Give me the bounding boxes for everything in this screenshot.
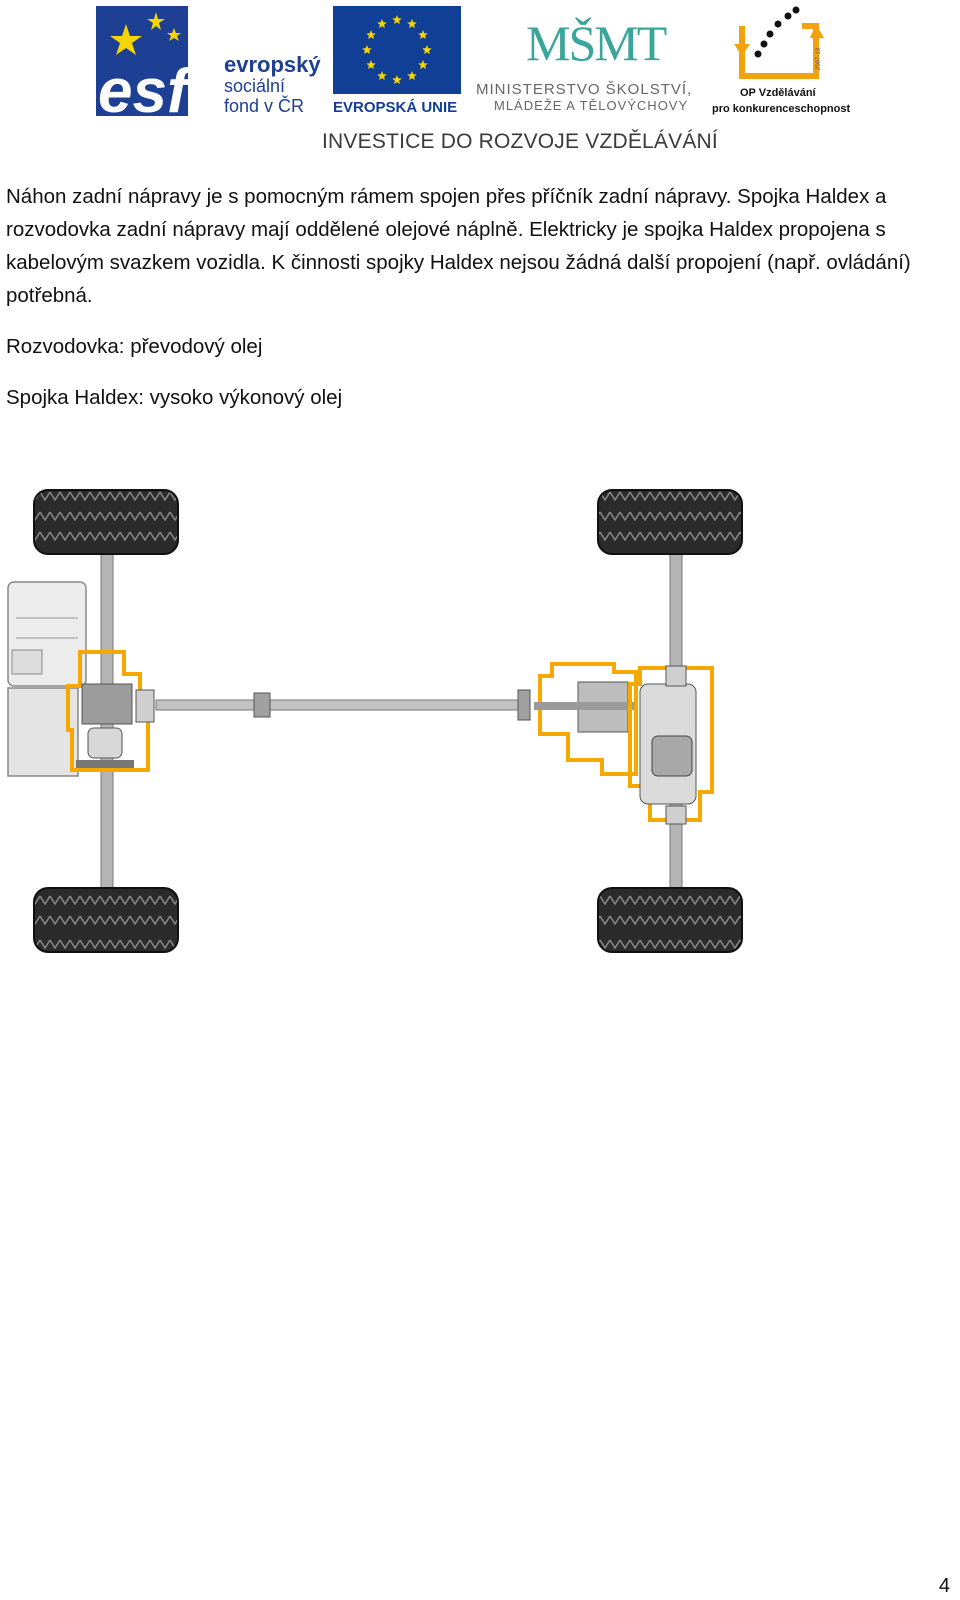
- logo-banner: esf evropský sociální fond v ČR EVROPSKÁ…: [0, 0, 960, 130]
- haldex-clutch: [534, 681, 634, 733]
- eu-star: [362, 45, 372, 54]
- tire-rear-left: [597, 489, 743, 555]
- eu-star: [407, 19, 417, 29]
- msmt-line1: MINISTERSTVO ŠKOLSTVÍ,: [476, 81, 692, 98]
- tire-front-right: [33, 887, 179, 953]
- engine-block: [7, 581, 87, 777]
- msmt-logo: MŠMT MINISTERSTVO ŠKOLSTVÍ, MLÁDEŽE A TĚ…: [476, 15, 692, 113]
- op-line1: OP Vzdělávání: [740, 87, 817, 99]
- shaft-joint-1: [253, 692, 271, 718]
- msmt-line2: MLÁDEŽE A TĚLOVÝCHOVY: [494, 98, 688, 113]
- esf-line2: sociální: [224, 76, 285, 96]
- investice-slogan: INVESTICE DO ROZVOJE VZDĚLÁVÁNÍ: [322, 130, 718, 153]
- eu-star: [377, 71, 387, 80]
- line-rozvodovka: Rozvodovka: převodový olej: [6, 335, 263, 358]
- tire-rear-right: [597, 887, 743, 953]
- drivetrain-diagram: [7, 489, 743, 953]
- eu-star: [377, 19, 387, 29]
- eu-star: [422, 45, 432, 54]
- esf-mark: esf: [98, 57, 193, 116]
- op-years: 2007-13: [816, 47, 822, 70]
- msmt-mark: MŠMT: [526, 15, 667, 71]
- front-gearbox: [76, 683, 155, 768]
- eu-star: [392, 75, 402, 84]
- paragraph: Náhon zadní nápravy je s pomocným rámem …: [6, 185, 911, 307]
- front-gearbox-highlight: [66, 650, 150, 772]
- page-number: 4: [938, 1575, 950, 1597]
- propeller-shaft: [155, 699, 527, 711]
- eu-star: [407, 71, 417, 80]
- tire-front-left: [33, 489, 179, 555]
- eu-star: [418, 30, 428, 39]
- document-body: Náhon zadní nápravy je s pomocným rámem …: [6, 180, 951, 432]
- haldex-highlight: [538, 662, 638, 776]
- eu-star: [366, 60, 376, 69]
- shaft-joint-2: [517, 689, 531, 721]
- esf-line3: fond v ČR: [224, 95, 304, 116]
- op-logo: 2007-13 OP Vzdělávání pro konkurencescho…: [712, 6, 850, 115]
- eu-star: [366, 30, 376, 39]
- esf-logo: esf evropský sociální fond v ČR: [96, 6, 321, 116]
- op-line2: pro konkurenceschopnost: [712, 103, 850, 115]
- eu-logo: EVROPSKÁ UNIE: [333, 6, 461, 116]
- rear-differential-highlight: [628, 666, 714, 822]
- rear-differential: [639, 665, 697, 825]
- line-haldex: Spojka Haldex: vysoko výkonový olej: [6, 386, 343, 409]
- eu-caption: EVROPSKÁ UNIE: [333, 99, 457, 116]
- eu-star: [392, 15, 402, 24]
- eu-star: [418, 60, 428, 69]
- esf-line1: evropský: [224, 52, 321, 77]
